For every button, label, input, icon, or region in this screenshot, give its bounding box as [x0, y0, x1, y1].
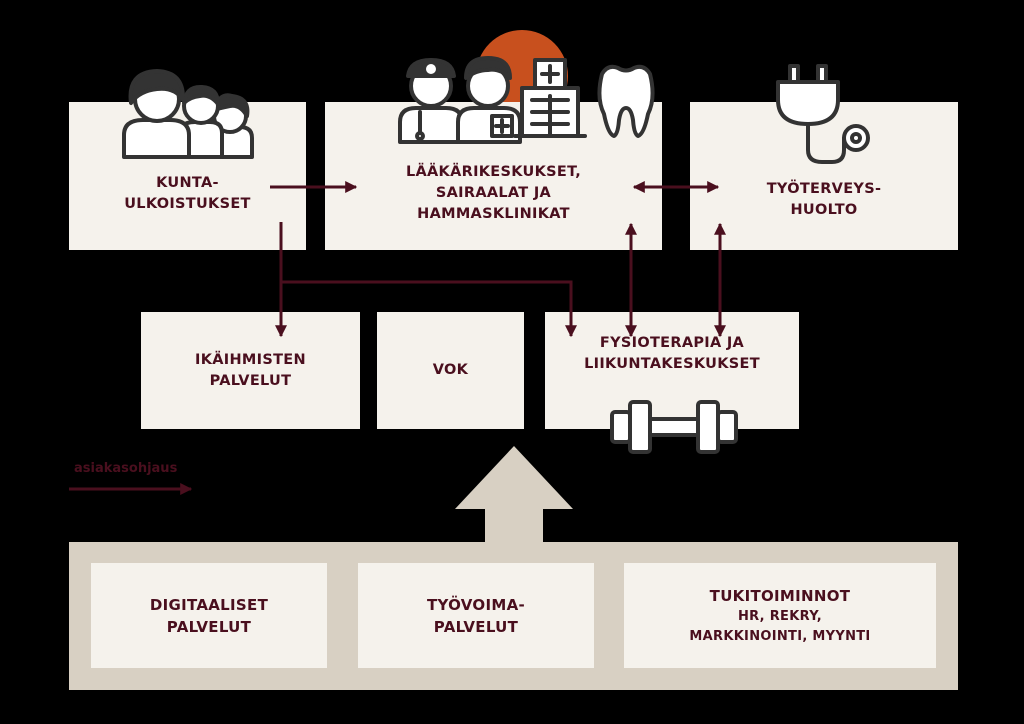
box-fysio-label: FYSIOTERAPIA JA LIIKUNTAKESKUKSET	[584, 334, 760, 372]
dumbbell-icon	[610, 400, 738, 454]
box-ikaihmisten-palvelut: IKÄIHMISTEN PALVELUT	[141, 312, 360, 429]
box-digitaaliset-label: DIGITAALISET PALVELUT	[149, 595, 269, 636]
arrow-kunta-to-fysio	[281, 280, 577, 338]
box-kunta-ulkoistukset: KUNTA- ULKOISTUKSET	[69, 102, 306, 250]
nurse-icon	[456, 56, 522, 144]
box-tyoterveyshuolto: TYÖTERVEYS- HUOLTO	[690, 102, 958, 250]
stethoscope-icon	[776, 64, 870, 164]
box-tyoterveys-label: TYÖTERVEYS- HUOLTO	[766, 181, 882, 218]
box-vok-label: VOK	[432, 362, 469, 378]
legend-label: asiakasohjaus	[74, 461, 178, 476]
box-tyovoimapalvelut: TYÖVOIMA- PALVELUT	[358, 563, 594, 668]
hospital-icon	[513, 58, 587, 138]
box-tukitoiminnot-title: TUKITOIMINNOT	[709, 586, 851, 605]
box-tyovoima-label: TYÖVOIMA- PALVELUT	[426, 595, 526, 636]
big-up-arrow	[455, 446, 573, 543]
box-vok: VOK	[377, 312, 524, 429]
box-tukitoiminnot-sub: HR, REKRY, MARKKINOINTI, MYYNTI	[689, 608, 871, 644]
doctor-icon	[398, 58, 464, 144]
box-laakari-label: LÄÄKÄRIKESKUKSET, SAIRAALAT JA HAMMASKLI…	[405, 164, 582, 222]
box-ikaihmisten-label: IKÄIHMISTEN PALVELUT	[195, 351, 306, 389]
box-tukitoiminnot: TUKITOIMINNOT HR, REKRY, MARKKINOINTI, M…	[624, 563, 936, 668]
family-icon	[122, 69, 254, 159]
box-digitaaliset-palvelut: DIGITAALISET PALVELUT	[91, 563, 327, 668]
box-kunta-label: KUNTA- ULKOISTUKSET	[124, 174, 251, 212]
tooth-icon	[597, 64, 655, 138]
box-fysioterapia: FYSIOTERAPIA JA LIIKUNTAKESKUKSET	[545, 312, 799, 429]
